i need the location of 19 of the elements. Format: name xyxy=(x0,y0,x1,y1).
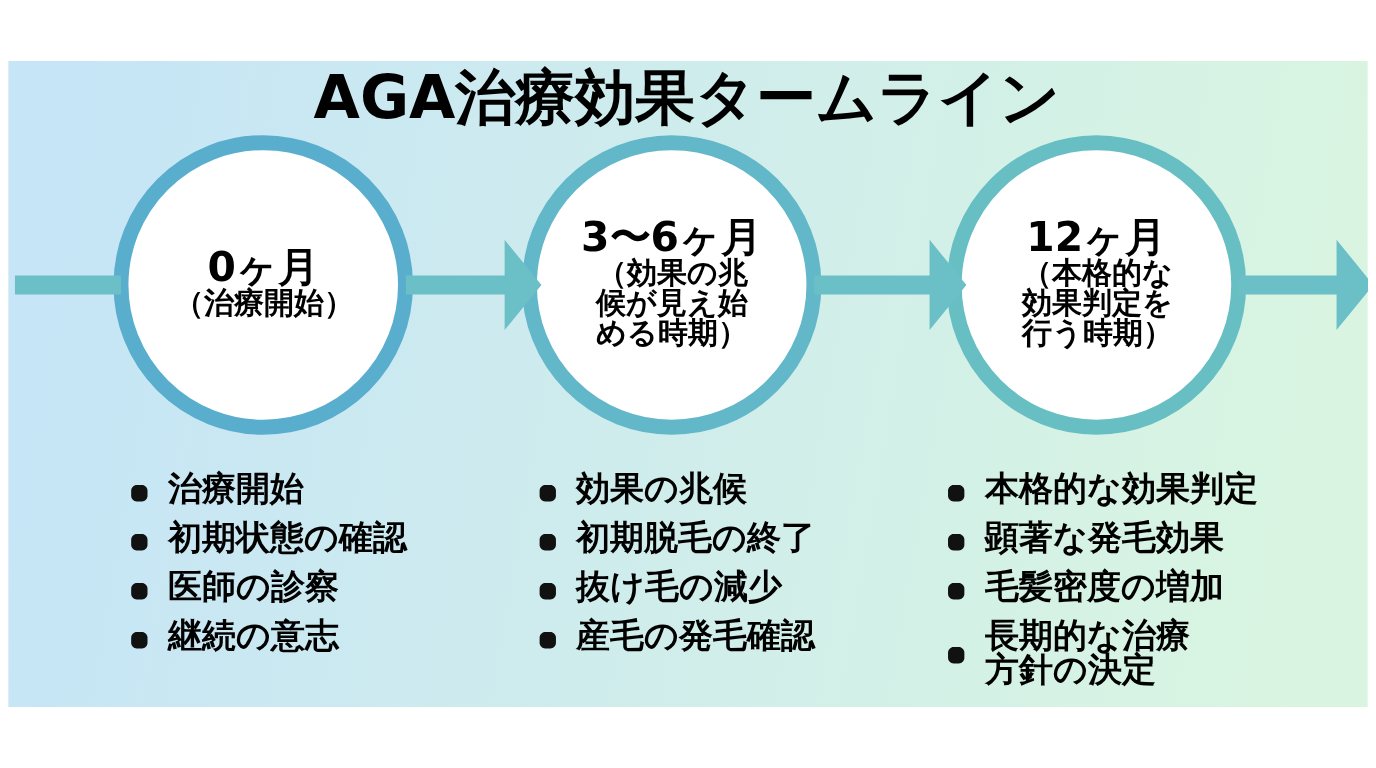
diagram-title: AGA治療効果タームライン xyxy=(313,62,1061,133)
arrow xyxy=(814,239,967,330)
node-label: 毛髪密度の増加 xyxy=(984,566,1224,607)
node-label: 継続の意志 xyxy=(167,615,339,656)
node-circle: 12ヶ月 （本格的な効果判定を行う時期） xyxy=(946,135,1247,435)
node-label: 初期状態の確認 xyxy=(167,517,407,558)
node-label: 長期的な治療方針の決定 xyxy=(984,615,1190,690)
node-label: 顕著な発毛効果 xyxy=(984,517,1224,558)
node-label: 医師の診察 xyxy=(167,566,339,607)
node-circle: 0ヶ月 （治療開始） xyxy=(113,135,413,435)
node-label: 抜け毛の減少 xyxy=(576,566,783,607)
node-label: 産毛の発毛確認 xyxy=(576,615,816,656)
node-label: 効果の兆候 xyxy=(576,468,748,509)
node-label: 本格的な効果判定 xyxy=(984,468,1258,509)
arrow xyxy=(405,239,542,331)
node-label: 初期脱毛の終了 xyxy=(576,517,816,558)
node-label: 治療開始 xyxy=(167,468,304,509)
connector xyxy=(14,275,121,295)
node-circle: 3〜6ヶ月 （効果の兆候が見え始める時期） xyxy=(521,135,822,435)
